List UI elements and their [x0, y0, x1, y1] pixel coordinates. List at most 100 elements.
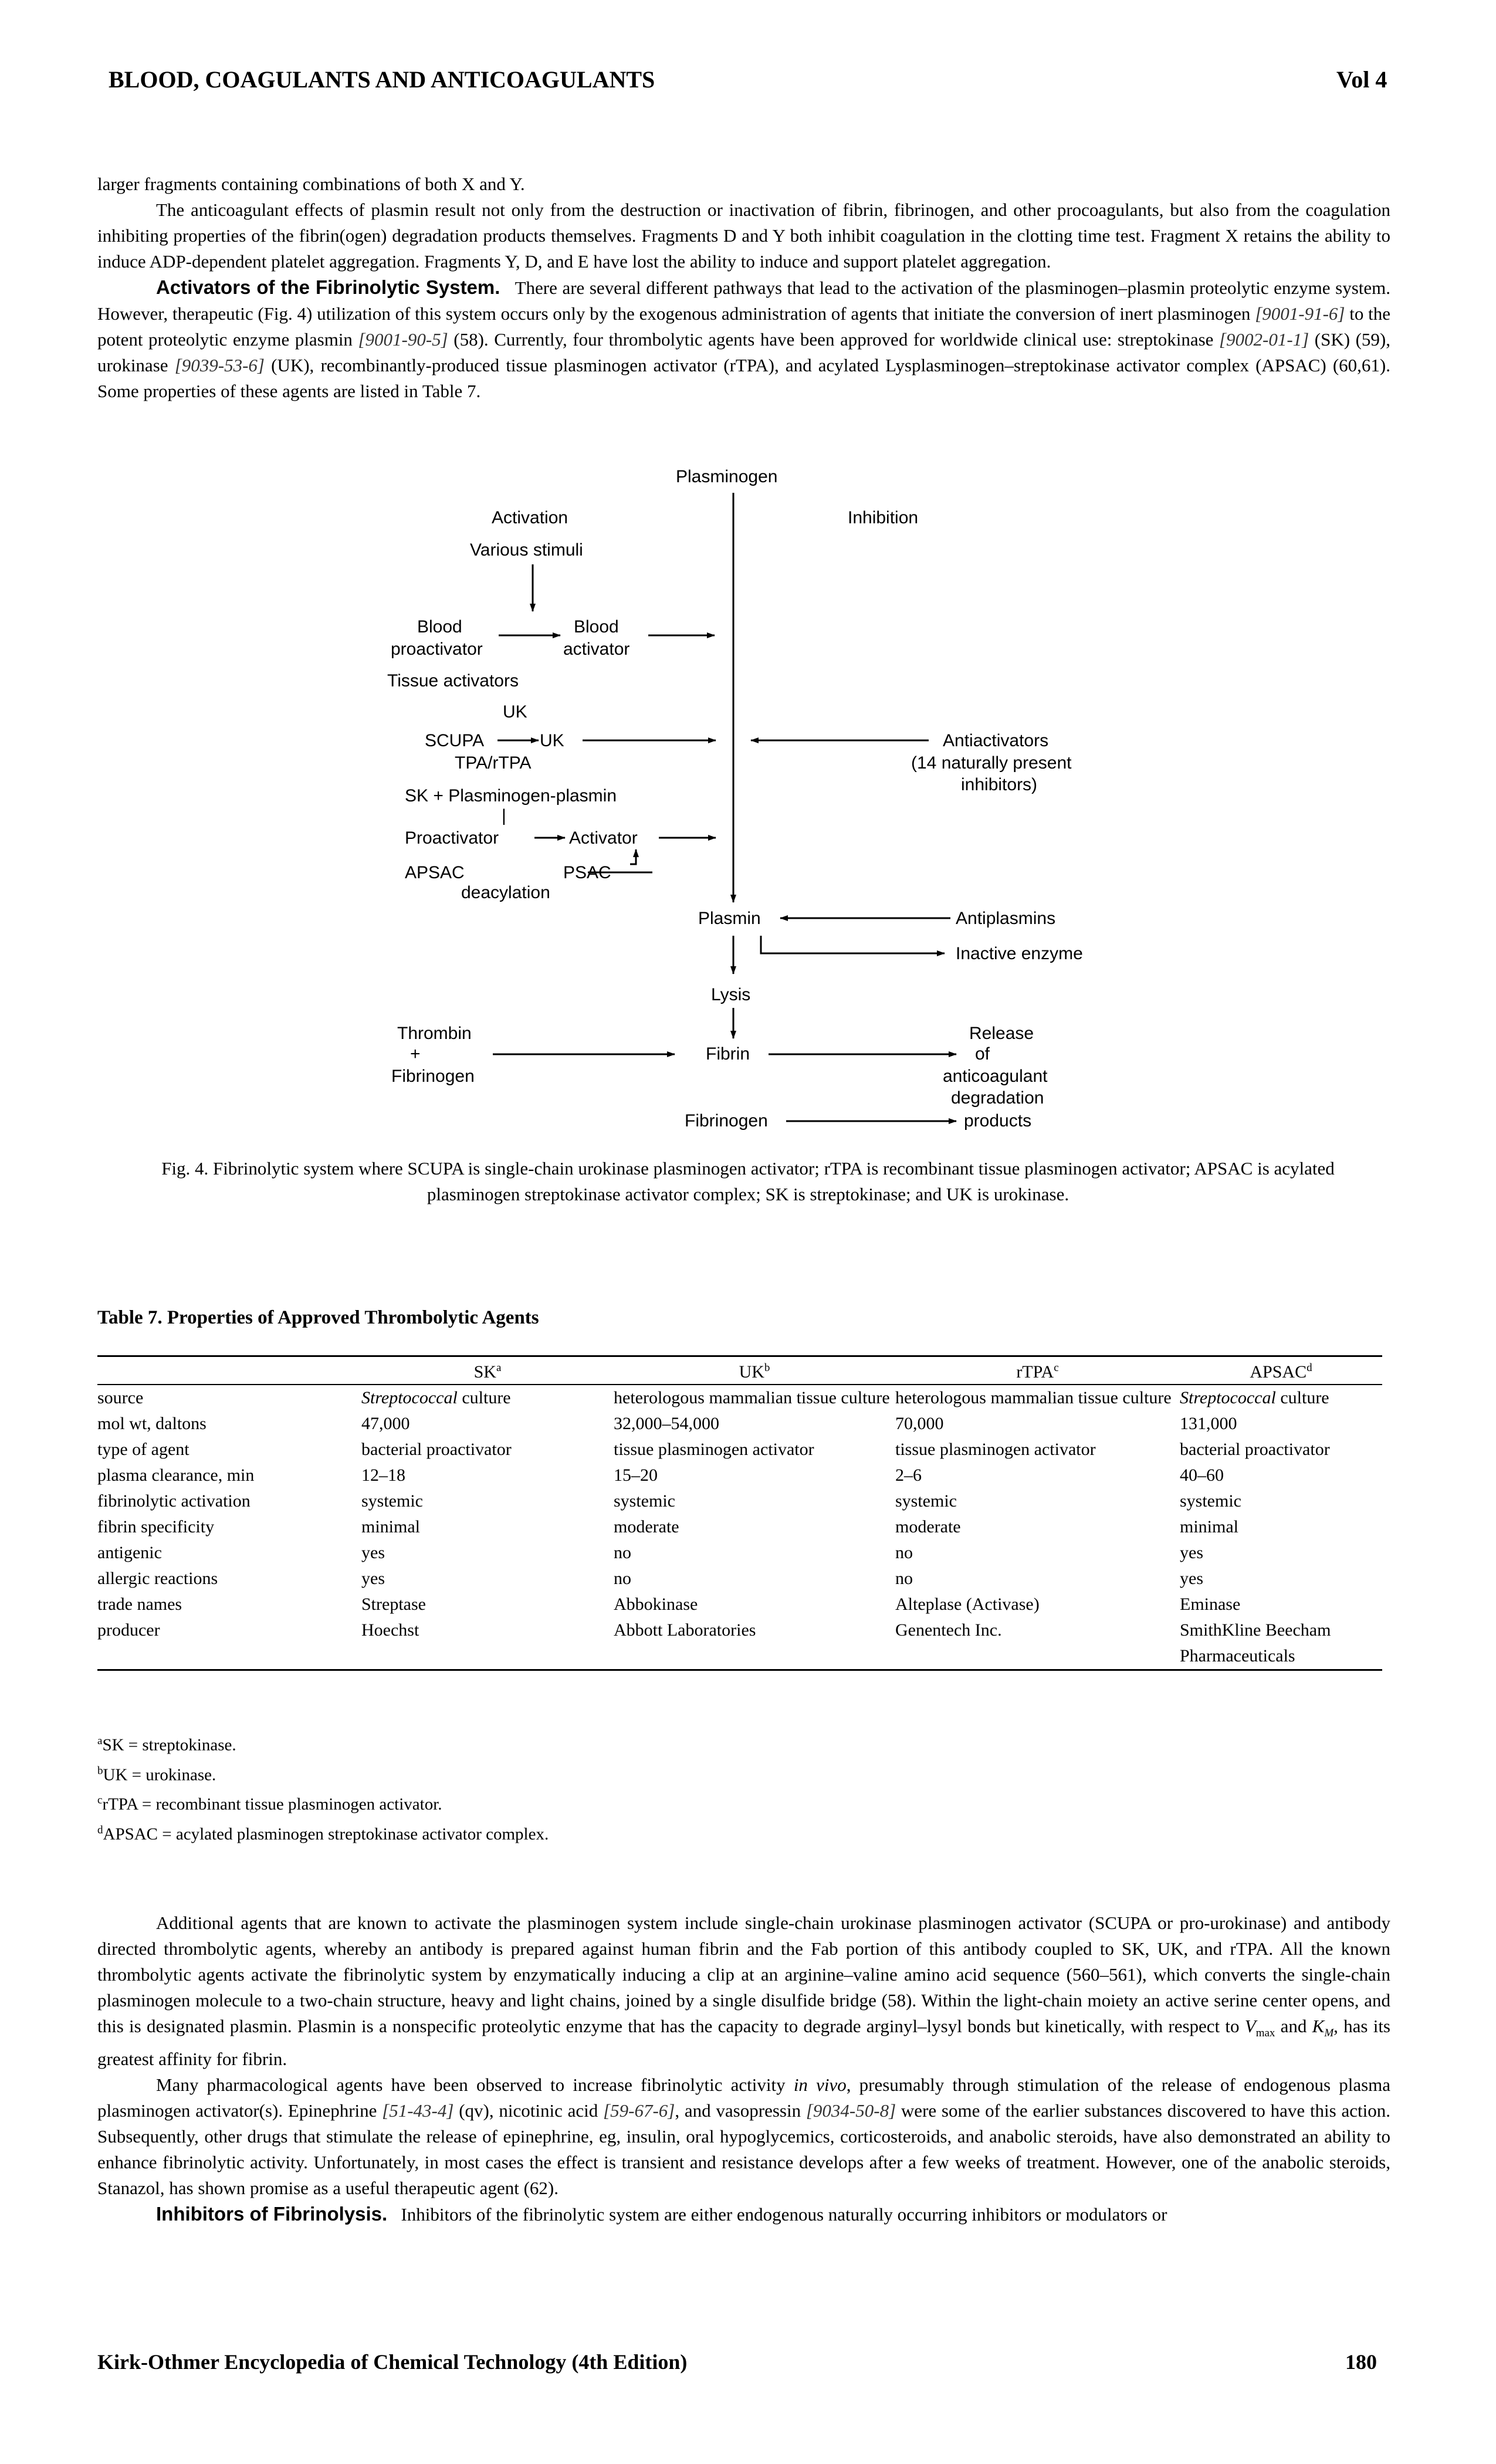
cas-number: [9034-50-8]: [805, 2100, 896, 2121]
label-fibrinogen-2: Fibrinogen: [685, 1111, 768, 1131]
table-cell: tissue plasminogen activator: [614, 1440, 814, 1459]
text-run: , presumably through stimulation of the …: [97, 2074, 1391, 2121]
label-of: of: [975, 1044, 990, 1064]
table-cell: yes: [1180, 1569, 1203, 1588]
paragraph: Inhibitors of Fibrinolysis. Inhibitors o…: [97, 2201, 1390, 2228]
text-run: to the potent proteolytic enzyme plasmin: [97, 303, 1390, 350]
label-lysis: Lysis: [711, 985, 750, 1004]
label-plasmin: Plasmin: [698, 909, 761, 928]
body-text: Additional agents that are known to acti…: [97, 1910, 1390, 2228]
table-cell: minimal: [361, 1517, 420, 1536]
cas-number: [59-67-6]: [603, 2100, 675, 2121]
table-header-apsac: APSACd: [1180, 1355, 1382, 1385]
table-cell: 47,000: [361, 1414, 410, 1433]
diagram-arrows: [493, 493, 957, 1124]
running-header-title: BLOOD, COAGULANTS AND ANTICOAGULANTS: [109, 66, 655, 93]
table-header-row: SKa UKb rTPAc APSACd: [97, 1355, 1382, 1385]
label-blood-2: Blood: [574, 617, 619, 637]
paragraph: The anticoagulant effects of plasmin res…: [97, 199, 1390, 272]
text-run: , has its greatest affinity for fibrin.: [97, 2016, 1390, 2070]
text-run: Inhibitors of the fibrinolytic system ar…: [401, 2204, 1167, 2225]
label-sk-plasminogen-plasmin: SK + Plasminogen-plasmin: [405, 786, 617, 805]
label-proactivator-2: Proactivator: [405, 828, 499, 848]
table-cell: Abbokinase: [614, 1595, 698, 1614]
table-cell: no: [895, 1543, 913, 1562]
label-antiactivators-2: (14 naturally present: [911, 753, 1072, 773]
table-cell: systemic: [1180, 1491, 1241, 1511]
table-cell: Streptococcal culture: [361, 1388, 511, 1407]
table-cell: Streptococcal culture: [1180, 1388, 1329, 1407]
table-cell: no: [614, 1543, 631, 1562]
table-cell: bacterial proactivator: [1180, 1440, 1330, 1459]
text-run: , and vasopressin: [675, 2100, 806, 2121]
figure-caption: Fig. 4. Fibrinolytic system where SCUPA …: [161, 1158, 1335, 1204]
table-cell: bacterial proactivator: [361, 1440, 512, 1459]
paragraph: larger fragments containing combinations…: [97, 174, 525, 194]
table-cell: heterologous mammalian tissue culture: [614, 1388, 890, 1407]
label-inactive-enzyme: Inactive enzyme: [956, 944, 1083, 963]
table-row: antigenic yes no no yes: [97, 1540, 1382, 1566]
cas-number: [9002-01-1]: [1219, 329, 1309, 350]
table-cell: yes: [1180, 1543, 1203, 1562]
row-label: mol wt, daltons: [97, 1414, 207, 1433]
label-tpa-rtpa: TPA/rTPA: [455, 753, 532, 773]
label-activator: activator: [563, 639, 629, 659]
table-cell: Hoechst: [361, 1617, 614, 1671]
table-cell: systemic: [614, 1491, 675, 1511]
table-cell: tissue plasminogen activator: [895, 1440, 1096, 1459]
table-header-empty: [97, 1355, 361, 1385]
row-label: allergic reactions: [97, 1569, 218, 1588]
table-cell: yes: [361, 1543, 385, 1562]
row-label: antigenic: [97, 1543, 162, 1562]
row-label: source: [97, 1388, 144, 1407]
subscript: M: [1324, 2027, 1334, 2040]
label-uk-2: UK: [540, 731, 564, 750]
label-fibrin: Fibrin: [706, 1044, 750, 1064]
label-plasminogen: Plasminogen: [676, 467, 777, 486]
label-deacylation: deacylation: [461, 883, 550, 902]
text-run: and: [1275, 2016, 1312, 2036]
label-inhibition: Inhibition: [848, 508, 918, 527]
page-number: 180: [1345, 2350, 1377, 2374]
text-run: (SK) (59), urokinase: [97, 329, 1390, 375]
text-run-italic: in vivo: [793, 2074, 847, 2096]
label-apsac: APSAC: [405, 863, 465, 882]
table-cell: systemic: [361, 1491, 423, 1511]
table-cell: 40–60: [1180, 1465, 1224, 1485]
intro-text: larger fragments containing combinations…: [97, 171, 1390, 404]
label-scupa: SCUPA: [425, 731, 484, 750]
label-psac: PSAC: [563, 863, 611, 882]
table-cell: 15–20: [614, 1465, 658, 1485]
label-bar: |: [502, 806, 506, 825]
footnote: aSK = streptokinase.: [97, 1735, 236, 1755]
table-cell: yes: [361, 1569, 385, 1588]
diagram-labels: Plasminogen Activation Inhibition Variou…: [387, 467, 1083, 1131]
label-tissue-activators: Tissue activators: [387, 671, 519, 691]
cas-number: [9039-53-6]: [174, 355, 265, 375]
cas-number: [9001-90-5]: [358, 329, 448, 350]
table-row: source Streptococcal culture heterologous …: [97, 1385, 1382, 1411]
cas-number: [9001-91-6]: [1255, 303, 1345, 324]
table-cell: minimal: [1180, 1517, 1238, 1536]
row-label: trade names: [97, 1595, 182, 1614]
label-activation: Activation: [492, 508, 568, 527]
label-anticoagulant: anticoagulant: [943, 1067, 1048, 1086]
table-cell: Eminase: [1180, 1595, 1241, 1614]
label-proactivator: proactivator: [391, 639, 483, 659]
table-footnotes: aSK = streptokinase. bUK = urokinase. cr…: [97, 1728, 549, 1847]
text-run: (UK), recombinantly-produced tissue plas…: [97, 355, 1390, 401]
text-run: were some of the earlier substances disc…: [97, 2100, 1391, 2199]
section-heading: Inhibitors of Fibrinolysis.: [156, 2203, 388, 2225]
text-run: Additional agents that are known to acti…: [97, 1913, 1390, 2036]
table-header-rtpa: rTPAc: [895, 1355, 1180, 1385]
cas-number: [51-43-4]: [382, 2100, 454, 2121]
row-label: fibrin specificity: [97, 1517, 215, 1536]
label-various-stimuli: Various stimuli: [470, 540, 583, 560]
